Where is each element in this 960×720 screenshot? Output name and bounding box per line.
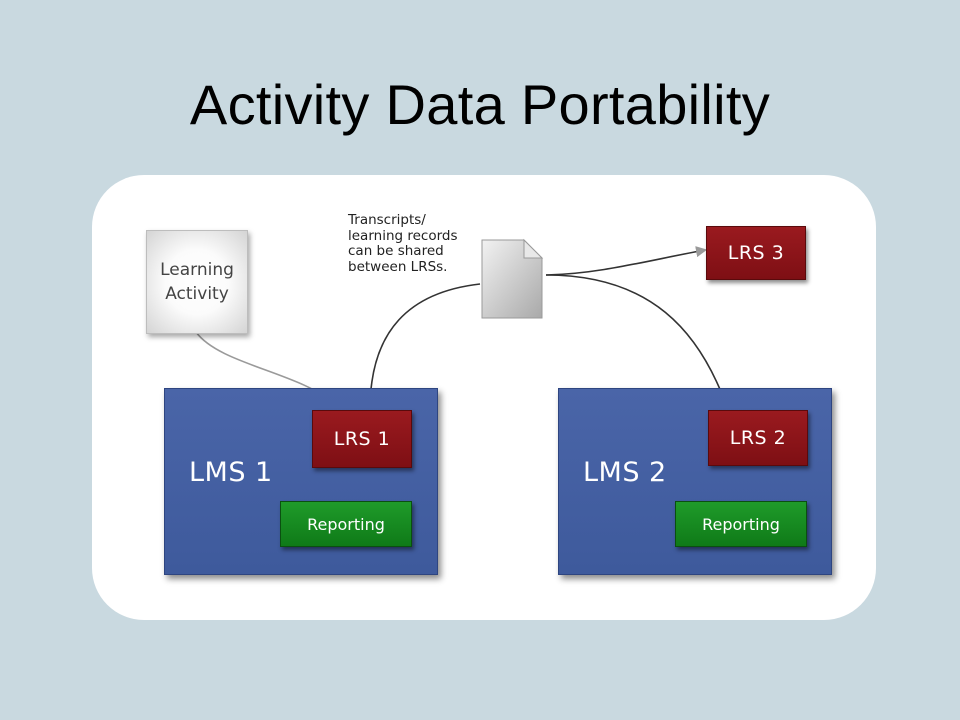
lms2-label: LMS 2 — [583, 457, 667, 488]
lms1-reporting-box: Reporting — [280, 501, 412, 547]
lrs2-box: LRS 2 — [708, 410, 808, 466]
lms1-label: LMS 1 — [189, 457, 273, 488]
lrs3-box: LRS 3 — [706, 226, 806, 280]
lms2-reporting-box: Reporting — [675, 501, 807, 547]
document-icon — [481, 238, 544, 319]
sharing-annotation: Transcripts/ learning records can be sha… — [348, 212, 458, 275]
learning-activity-box: Learning Activity — [146, 230, 248, 334]
lrs1-box: LRS 1 — [312, 410, 412, 468]
slide-title: Activity Data Portability — [189, 73, 771, 136]
learning-activity-label: Learning Activity — [160, 260, 234, 304]
